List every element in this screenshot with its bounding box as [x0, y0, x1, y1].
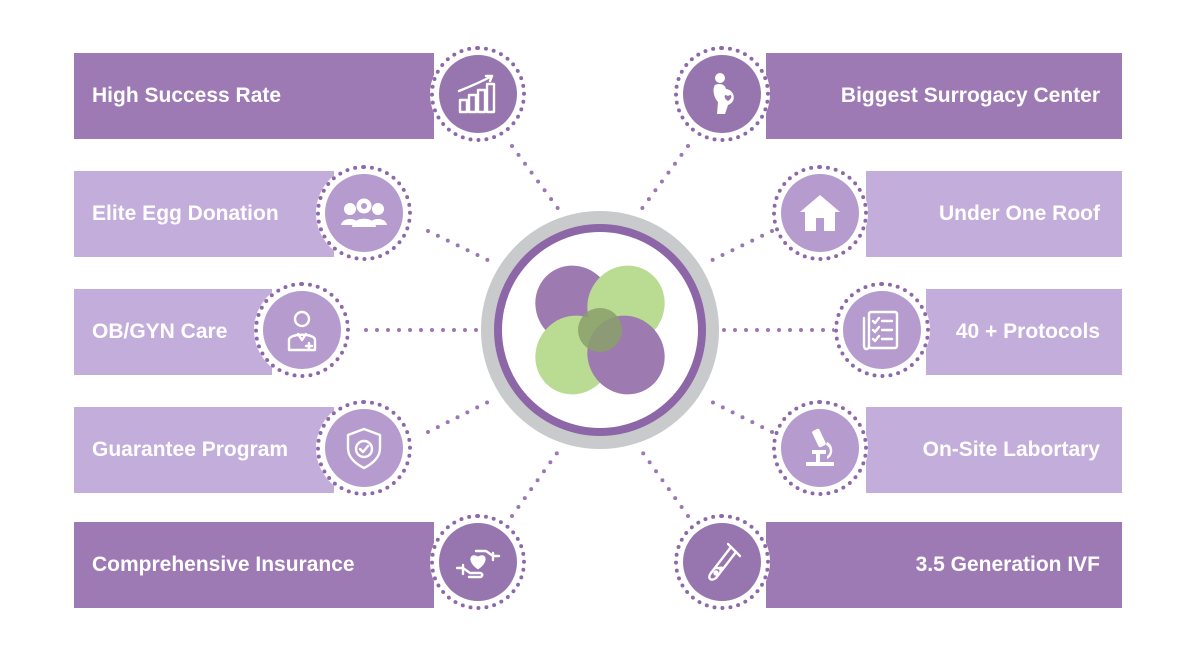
- feature-under-one-roof: Under One Roof: [866, 171, 1122, 257]
- feature-guarantee-program: Guarantee Program: [74, 407, 334, 493]
- pregnant-woman-icon: [713, 73, 734, 114]
- badge-comprehensive-insurance: [430, 514, 526, 610]
- feature-label: High Success Rate: [92, 84, 282, 107]
- connector-high-success-rate: [510, 144, 564, 216]
- feature-on-site-labortary: On-Site Labortary: [866, 407, 1122, 493]
- badge-under-one-roof: [772, 165, 868, 261]
- hub-ring: [494, 224, 706, 436]
- badge-high-success-rate: [430, 46, 526, 142]
- feature-label: Guarantee Program: [92, 438, 289, 461]
- feature-label: On-Site Labortary: [922, 438, 1100, 461]
- clover-logo: [535, 265, 665, 395]
- connector-guarantee-program: [426, 396, 498, 434]
- badge-40-protocols: [834, 282, 930, 378]
- feature-label: 3.5 Generation IVF: [915, 553, 1100, 576]
- badge-on-site-labortary: [772, 400, 868, 496]
- house-icon: [800, 195, 840, 231]
- microscope-icon: [806, 428, 834, 466]
- bar-chart-icon: [457, 74, 496, 114]
- women-group-icon: [341, 198, 387, 227]
- feature-label: Biggest Surrogacy Center: [840, 84, 1100, 107]
- feature-high-success-rate: High Success Rate: [74, 53, 434, 139]
- connector-elite-egg-donation: [426, 229, 498, 266]
- feature-3-5-generation-ivf: 3.5 Generation IVF: [766, 522, 1122, 608]
- test-tube-icon: [708, 542, 742, 581]
- feature-comprehensive-insurance: Comprehensive Insurance: [74, 522, 434, 608]
- shield-check-icon: [346, 427, 382, 470]
- connector-biggest-surrogacy-center: [636, 144, 690, 216]
- badge-obgyn-care: [254, 282, 350, 378]
- feature-obgyn-care: OB/GYN Care: [74, 289, 272, 375]
- connector-comprehensive-insurance: [510, 444, 564, 518]
- badge-3-5-generation-ivf: [674, 514, 770, 610]
- feature-label: Elite Egg Donation: [92, 202, 279, 225]
- feature-biggest-surrogacy-center: Biggest Surrogacy Center: [766, 53, 1122, 139]
- feature-label: Comprehensive Insurance: [92, 553, 355, 576]
- feature-label: 40 + Protocols: [955, 320, 1100, 343]
- doctor-icon: [287, 310, 317, 352]
- hub-inner: [502, 232, 698, 428]
- heart-hands-icon: [455, 549, 501, 579]
- feature-elite-egg-donation: Elite Egg Donation: [74, 171, 334, 257]
- badge-guarantee-program: [316, 400, 412, 496]
- connector-under-one-roof: [702, 229, 774, 266]
- badge-biggest-surrogacy-center: [674, 46, 770, 142]
- feature-label: OB/GYN Care: [92, 320, 228, 343]
- feature-40-protocols: 40 + Protocols: [926, 289, 1122, 375]
- badge-elite-egg-donation: [316, 165, 412, 261]
- hub-logo: [481, 211, 719, 449]
- checklist-icon: [862, 310, 899, 351]
- connector-on-site-labortary: [702, 396, 774, 434]
- feature-label: Under One Roof: [939, 202, 1100, 225]
- connector-3-5-generation-ivf: [636, 444, 690, 518]
